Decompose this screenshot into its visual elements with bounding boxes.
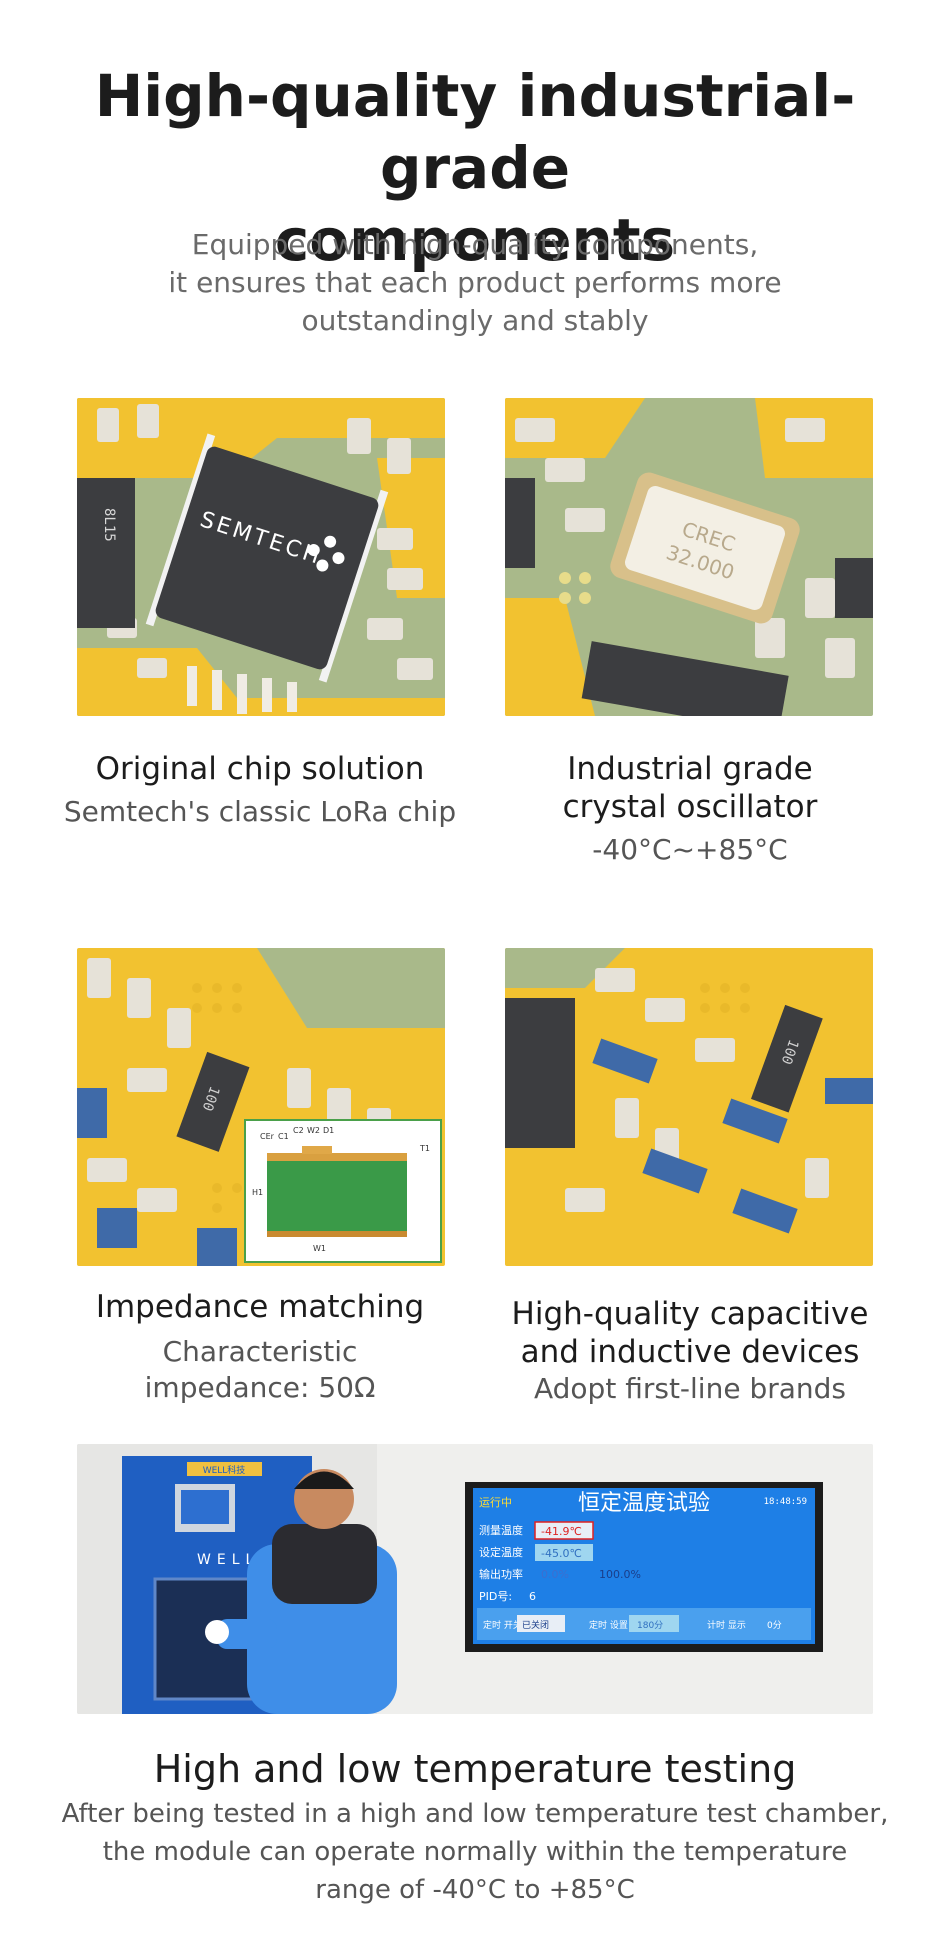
impedance-image: 100 CEr C1 C2 W2 D1 T1 H1 W1: [77, 948, 445, 1266]
screen-time: 18:48:59: [764, 1497, 807, 1507]
diagram-label-c1: C1: [278, 1132, 289, 1141]
diagram-label-w2: W2: [307, 1126, 320, 1135]
side-marking: 8L15: [101, 508, 117, 542]
screen-row-label-1: 测量温度: [479, 1523, 523, 1537]
screen-status: 运行中: [479, 1496, 512, 1509]
page-title: High-quality industrial-grade components: [94, 62, 856, 274]
diagram-label-h1: H1: [252, 1188, 263, 1197]
screen-row-value-3: 0.0%: [541, 1568, 569, 1581]
diagram-label-w1: W1: [313, 1244, 326, 1253]
screen-timer-display: 计时 显示: [707, 1619, 746, 1631]
chamber-top-label: WELL科技: [203, 1464, 246, 1476]
temperature-test-image: WELL科技 WELL 运行中 恒定温度试验 18:48:59 测量温度 -41…: [77, 1444, 873, 1714]
chamber-brand: WELL: [197, 1552, 259, 1568]
screen-row-value-2: -45.0℃: [541, 1547, 582, 1560]
screen-timer-setting: 定时 设置: [589, 1619, 628, 1631]
screen-row-label-2: 设定温度: [479, 1545, 523, 1559]
impedance-illustration: 100 CEr C1 C2 W2 D1 T1 H1 W1: [77, 948, 445, 1266]
screen-row-value-1: -41.9℃: [541, 1525, 582, 1538]
screen-timer-value: 180分: [637, 1620, 663, 1631]
screen-title: 恒定温度试验: [578, 1491, 710, 1516]
crystal-oscillator-image: CREC 32.000: [505, 398, 873, 716]
feature-capacitor: High-quality capacitive and inductive de…: [511, 1296, 869, 1405]
test-chamber-illustration: WELL科技 WELL 运行中 恒定温度试验 18:48:59 测量温度 -41…: [77, 1444, 873, 1714]
capacitor-illustration: 100: [505, 948, 873, 1266]
testing-description: After being tested in a high and low tem…: [61, 1799, 889, 1905]
diagram-label-t1: T1: [419, 1144, 430, 1153]
diagram-label-d1: D1: [323, 1126, 334, 1135]
diagram-label-cer: CEr: [260, 1132, 275, 1141]
screen-row-value-4: 6: [529, 1590, 536, 1603]
semtech-chip-illustration: 8L15 SEMTECH: [77, 398, 445, 716]
screen-row-label-3: 输出功率: [479, 1567, 523, 1581]
screen-timer-switch: 定时 开关: [483, 1619, 522, 1631]
feature-impedance: Impedance matching Characteristic impeda…: [95, 1289, 425, 1404]
diagram-label-c2: C2: [293, 1126, 304, 1135]
crystal-illustration: CREC 32.000: [505, 398, 873, 716]
screen-row-label-4: PID号:: [479, 1590, 512, 1603]
capacitor-inductor-image: 100: [505, 948, 873, 1266]
semtech-chip-image: 8L15 SEMTECH: [77, 398, 445, 716]
screen-row-extra-3: 100.0%: [599, 1568, 641, 1581]
screen-elapsed: 0分: [767, 1620, 782, 1631]
feature-chip: Original chip solution Semtech's classic…: [63, 751, 457, 828]
testing-title: High and low temperature testing: [153, 1747, 797, 1791]
feature-crystal: Industrial grade crystal oscillator -40°…: [562, 751, 818, 866]
screen-timer-state: 已关闭: [522, 1619, 549, 1631]
page-lead: Equipped with high-quality components, i…: [168, 228, 782, 337]
